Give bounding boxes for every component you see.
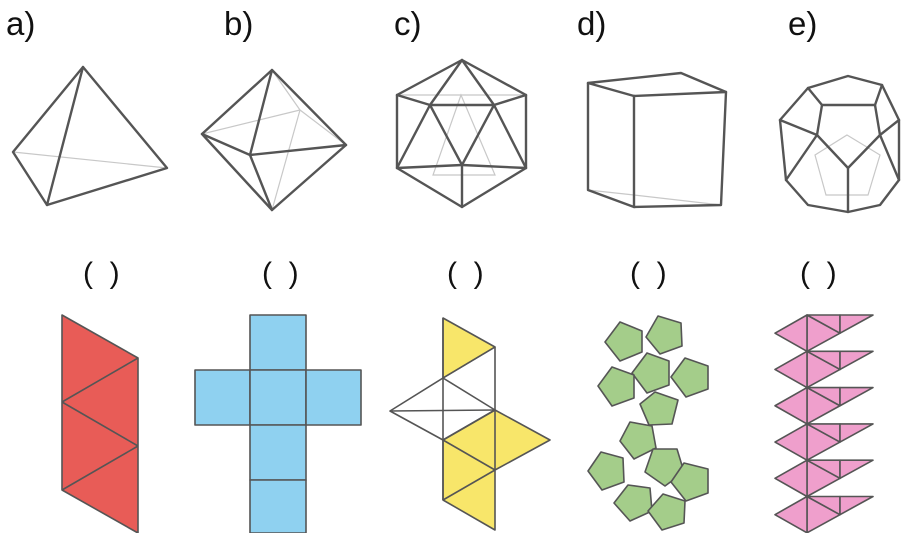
answer-blank-e[interactable]: ( ) [800, 257, 837, 290]
dodeca-net-face [670, 462, 709, 502]
icosa-net-face [839, 314, 874, 334]
icosa-net-face [839, 495, 874, 516]
octahedron-net [389, 317, 551, 531]
label-d: d) [577, 5, 607, 42]
icosa-net-face [774, 350, 808, 389]
label-c: c) [394, 5, 422, 42]
icosa-net-face [839, 459, 874, 480]
cube-net-face [249, 479, 307, 533]
dodeca-net-face [619, 421, 657, 460]
cube-net-face [249, 424, 307, 481]
icosa-net-face [774, 314, 808, 353]
label-a: a) [6, 5, 36, 42]
icosa-net-face [774, 423, 808, 462]
label-e: e) [788, 5, 818, 42]
icosahedron-figure [395, 58, 528, 209]
dodeca-net-face [604, 321, 643, 362]
icosa-net-face [774, 386, 808, 425]
dodeca-net-face [645, 315, 683, 355]
cube-net-face [194, 369, 251, 426]
answer-blank-c[interactable]: ( ) [447, 257, 484, 290]
icosa-net-face [774, 459, 808, 498]
dodeca-net-face [639, 391, 679, 426]
dodeca-net-face [670, 357, 709, 398]
dodeca-net-face [613, 484, 653, 522]
cube-net-face [249, 314, 307, 371]
icosa-net-face [839, 350, 874, 371]
dodecahedron-figure [778, 74, 901, 214]
icosahedron-net [774, 314, 874, 533]
answer-blank-b[interactable]: ( ) [262, 257, 299, 290]
answer-blank-d[interactable]: ( ) [630, 257, 667, 290]
octa-net-outline [389, 317, 551, 531]
icosa-net-face [839, 423, 874, 443]
dodeca-net-face [647, 493, 686, 531]
dodecahedron-net [587, 315, 709, 531]
tetrahedron-figure [11, 65, 169, 207]
octahedron-figure [200, 68, 348, 212]
icosa-net-face [774, 495, 808, 533]
dodeca-net-face [631, 352, 670, 394]
icosa-net-face [839, 386, 874, 407]
cube-net-face [305, 369, 362, 426]
cube-figure [586, 71, 728, 209]
dodeca-net-face [587, 451, 625, 491]
dodeca-net-face [597, 366, 635, 407]
cube-net-face [249, 369, 307, 426]
label-b: b) [224, 5, 254, 42]
tetrahedron-net [61, 314, 139, 533]
answer-blank-a[interactable]: ( ) [83, 257, 120, 290]
cube-net [194, 314, 362, 533]
